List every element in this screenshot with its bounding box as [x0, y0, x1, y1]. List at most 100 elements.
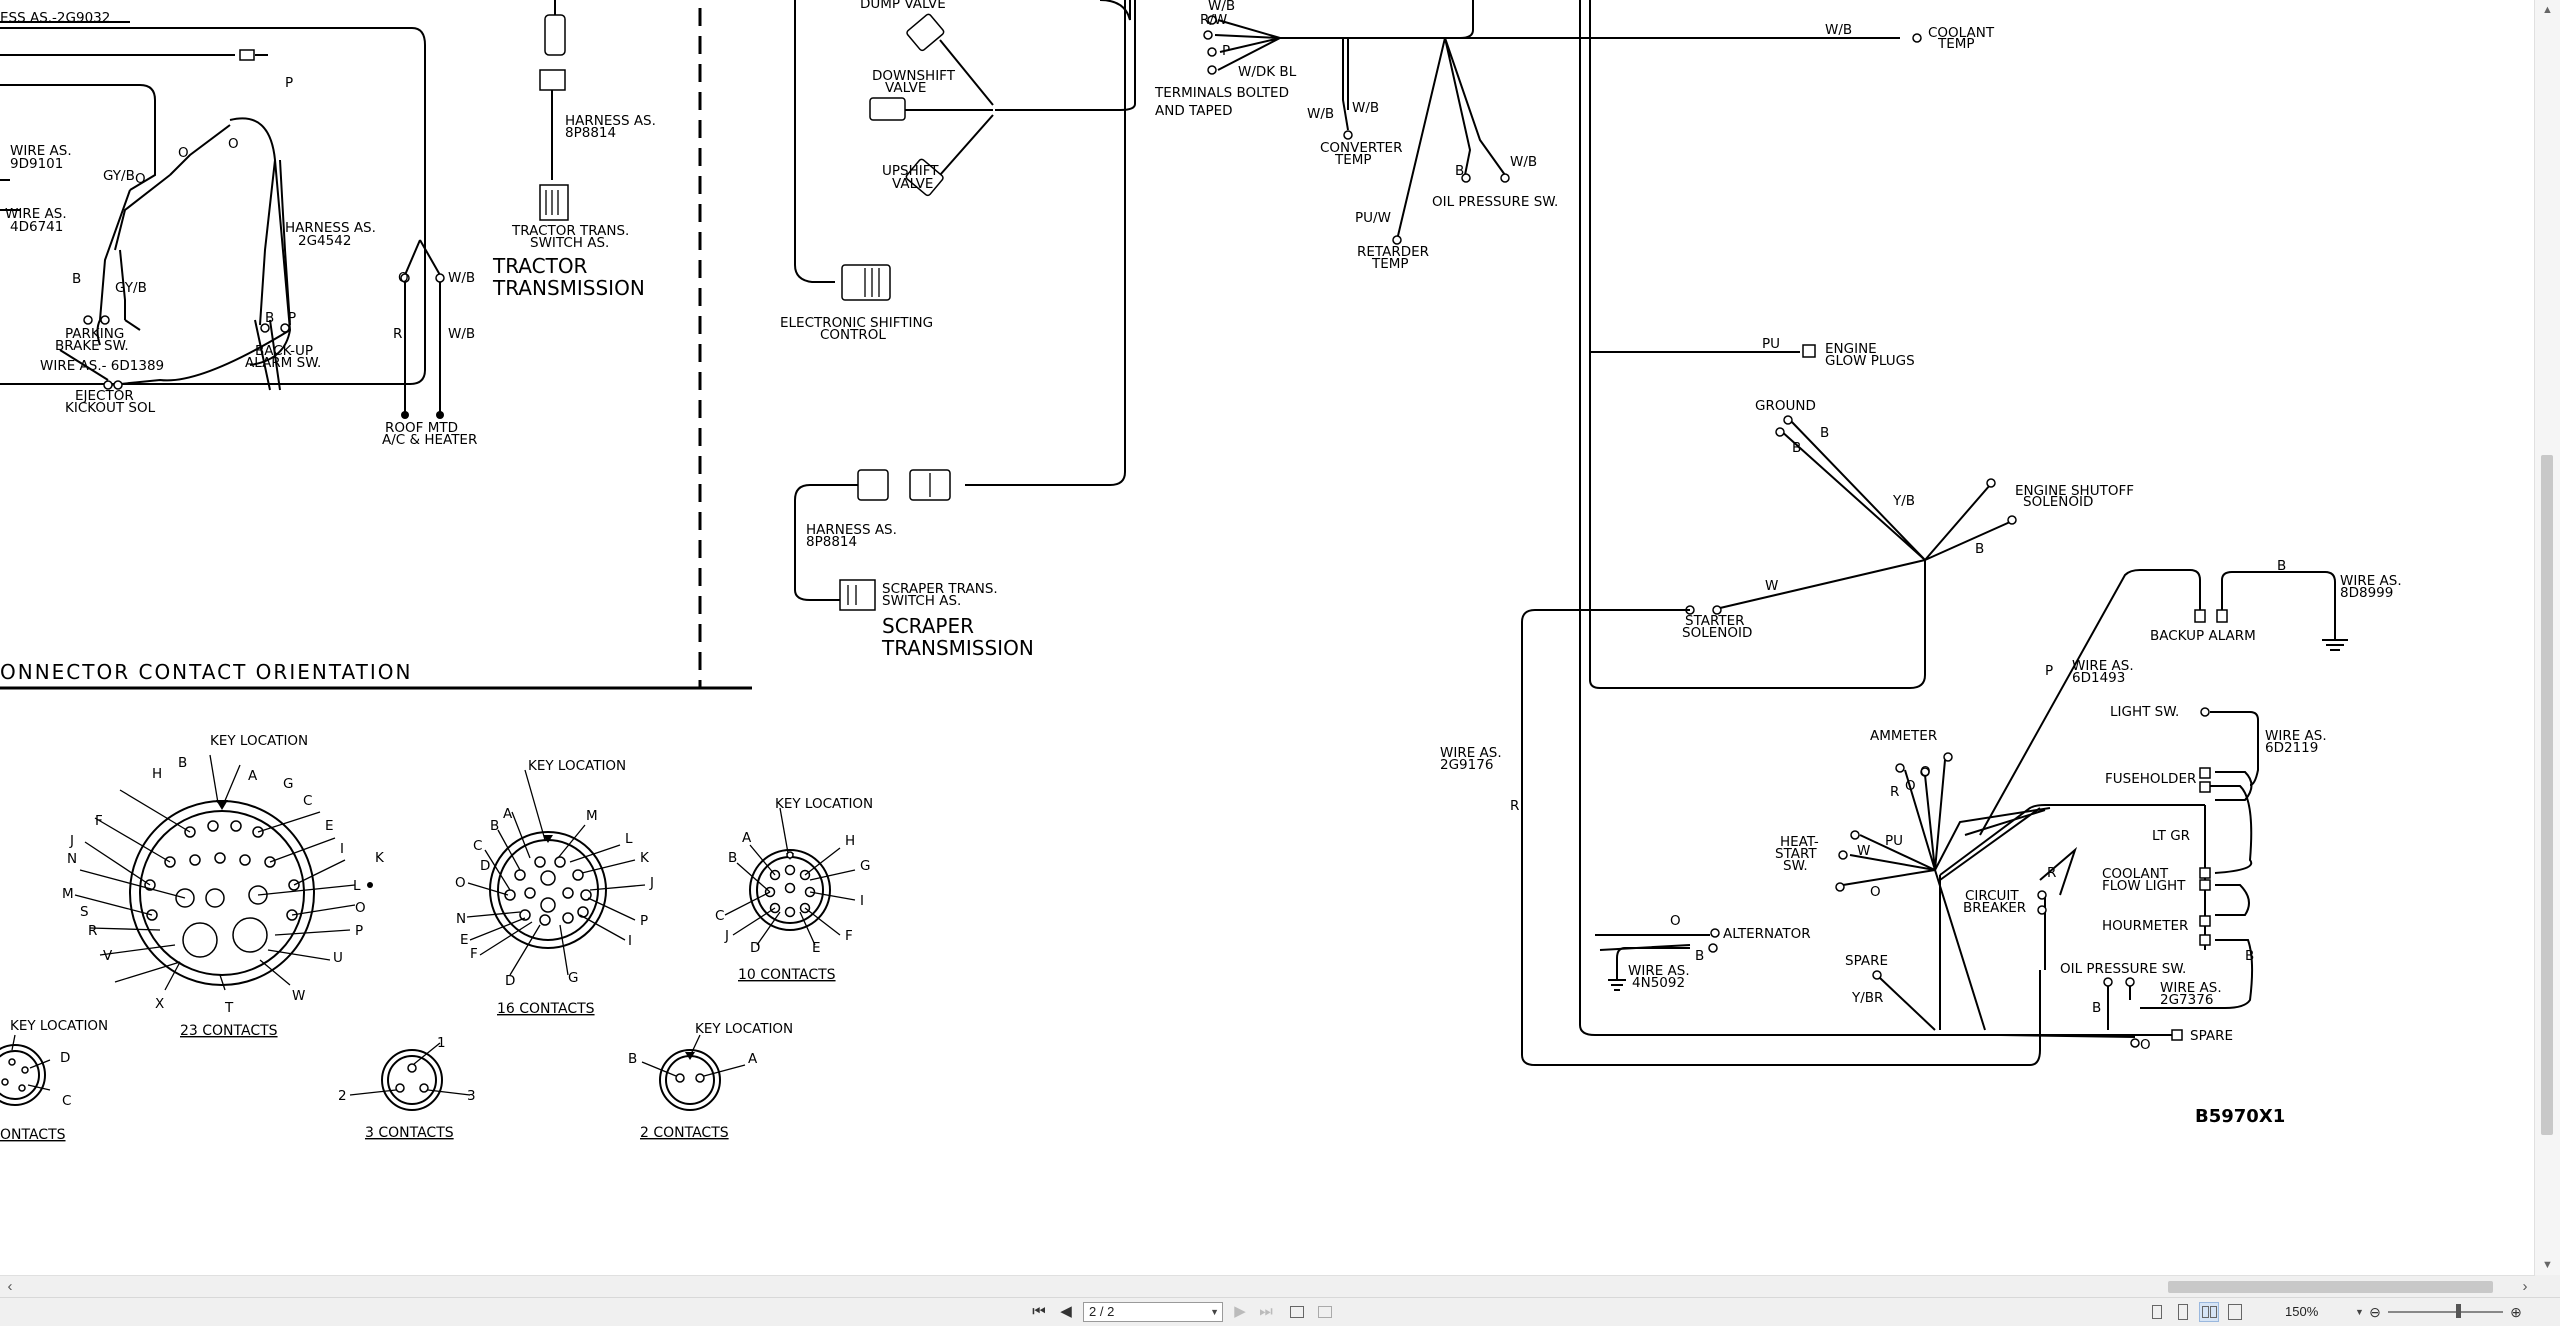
label-harness-2g4542-num: 2G4542: [298, 233, 351, 249]
label-circuit: CIRCUIT: [1965, 888, 2019, 904]
previous-view-icon[interactable]: [1290, 1306, 1304, 1318]
svg-text:2: 2: [338, 1088, 347, 1104]
label-scraper-harness-num: 8P8814: [806, 534, 857, 550]
svg-text:B: B: [1695, 948, 1704, 964]
zoom-out-icon[interactable]: ⊖: [2369, 1304, 2381, 1320]
svg-text:K: K: [640, 850, 650, 866]
svg-text:GY/B: GY/B: [103, 168, 135, 184]
svg-text:K: K: [375, 850, 385, 866]
label-heat-start-sw: SW.: [1783, 858, 1808, 874]
scroll-up-icon[interactable]: ▲: [2542, 4, 2553, 16]
label-light-sw: LIGHT SW.: [2110, 704, 2179, 720]
svg-text:U: U: [333, 950, 343, 966]
scroll-left-icon[interactable]: ‹: [7, 1278, 13, 1295]
label-terminals-bolted: TERMINALS BOLTED: [1154, 85, 1289, 101]
svg-text:Y/B: Y/B: [1892, 493, 1915, 509]
svg-text:W/B: W/B: [1208, 0, 1235, 14]
label-tractor-switch-as: SWITCH AS.: [530, 235, 609, 251]
svg-text:A: A: [248, 768, 258, 784]
wiring-schematic: ESS AS.-2G9032 WIRE AS. 9D9101 WIRE: [0, 0, 2402, 1143]
svg-text:W/B: W/B: [1510, 154, 1537, 170]
vertical-scroll-thumb[interactable]: [2541, 455, 2553, 1135]
continuous-facing-view-icon[interactable]: [2225, 1302, 2245, 1322]
label-tractor-harness: HARNESS AS.: [565, 113, 656, 129]
label-esc-control: CONTROL: [820, 327, 886, 343]
label-spare-bottom: SPARE: [2190, 1028, 2233, 1044]
svg-text:O: O: [455, 875, 466, 891]
scroll-down-icon[interactable]: ▼: [2542, 1259, 2553, 1271]
svg-text:J: J: [724, 928, 729, 944]
svg-text:N: N: [67, 851, 77, 867]
svg-text:B: B: [1455, 163, 1464, 179]
svg-text:R/W: R/W: [1200, 12, 1227, 28]
zoom-level[interactable]: 150%: [2285, 1304, 2319, 1319]
svg-text:O: O: [398, 270, 409, 286]
label-oil-pressure-bottom: OIL PRESSURE SW.: [2060, 961, 2186, 977]
svg-text:H: H: [152, 766, 162, 782]
svg-text:D: D: [480, 858, 490, 874]
continuous-view-icon[interactable]: [2173, 1302, 2193, 1322]
label-start: START: [1775, 846, 1817, 862]
label-harness-2g4542: HARNESS AS.: [285, 220, 376, 236]
label-5-contacts: ONTACTS: [0, 1127, 66, 1143]
svg-text:G: G: [283, 776, 293, 792]
bottom-toolbar: ⏮ ◀ 2 / 2 ▼ ▶ ⏭ 150% ▼ ⊖ ⊕: [0, 1297, 2560, 1326]
label-downshift: DOWNSHIFT: [872, 68, 956, 84]
label-wire-2g7376-num: 2G7376: [2160, 992, 2213, 1008]
svg-text:M: M: [586, 808, 598, 824]
key-location-16: KEY LOCATION: [528, 758, 626, 774]
svg-text:P: P: [640, 913, 648, 929]
facing-view-icon[interactable]: [2199, 1302, 2219, 1322]
svg-text:A: A: [748, 1051, 758, 1067]
single-page-view-icon[interactable]: [2147, 1302, 2167, 1322]
svg-text:B: B: [72, 271, 81, 287]
next-view-icon[interactable]: [1318, 1306, 1332, 1318]
svg-text:A: A: [742, 830, 752, 846]
svg-text:B: B: [728, 850, 737, 866]
label-engine-glow: ENGINE: [1825, 341, 1877, 357]
page-number-input[interactable]: 2 / 2 ▼: [1083, 1302, 1223, 1322]
svg-text:C: C: [303, 793, 312, 809]
zoom-slider-track[interactable]: [2388, 1311, 2503, 1313]
svg-text:O: O: [135, 171, 146, 187]
label-backup-alarm: BACK-UP: [255, 343, 313, 359]
label-fuseholder: FUSEHOLDER: [2105, 771, 2196, 787]
label-wire-6d2119: WIRE AS.: [2265, 728, 2327, 744]
horizontal-scroll-thumb[interactable]: [2168, 1281, 2493, 1293]
vertical-scrollbar[interactable]: ▲ ▼: [2534, 0, 2560, 1275]
label-wire-4n5092: WIRE AS.: [1628, 963, 1690, 979]
label-circuit-breaker: BREAKER: [1963, 900, 2026, 916]
label-y-br: Y/BR: [1851, 990, 1883, 1006]
page-dropdown-icon[interactable]: ▼: [1210, 1307, 1219, 1317]
svg-text:B: B: [1792, 440, 1801, 456]
previous-page-icon[interactable]: ◀: [1060, 1303, 1072, 1320]
zoom-slider-thumb[interactable]: [2456, 1304, 2461, 1318]
svg-text:A: A: [503, 806, 513, 822]
label-glow-plugs: GLOW PLUGS: [1825, 353, 1915, 369]
zoom-dropdown-icon[interactable]: ▼: [2355, 1307, 2364, 1317]
label-upshift: UPSHIFT: [882, 163, 939, 179]
page-indicator-text: 2 / 2: [1089, 1304, 1115, 1319]
label-backup-alarm-sw: ALARM SW.: [245, 355, 321, 371]
label-esc: ELECTRONIC SHIFTING: [780, 315, 933, 331]
label-coolant: COOLANT: [1928, 25, 1995, 41]
scroll-right-icon[interactable]: ›: [2522, 1278, 2528, 1295]
svg-text:C: C: [62, 1093, 71, 1109]
svg-text:J: J: [649, 875, 654, 891]
zoom-in-icon[interactable]: ⊕: [2510, 1304, 2522, 1320]
label-23-contacts: 23 CONTACTS: [180, 1023, 278, 1039]
first-page-icon[interactable]: ⏮: [1032, 1303, 1046, 1320]
svg-text:I: I: [340, 841, 344, 857]
label-hourmeter: HOURMETER: [2102, 918, 2188, 934]
label-oil-pressure-top: OIL PRESSURE SW.: [1432, 194, 1558, 210]
label-scraper-switch-as: SWITCH AS.: [882, 593, 961, 609]
last-page-icon[interactable]: ⏭: [1259, 1303, 1273, 1320]
next-page-icon[interactable]: ▶: [1234, 1303, 1246, 1320]
svg-text:M: M: [62, 886, 74, 902]
svg-text:B: B: [490, 818, 499, 834]
horizontal-scrollbar[interactable]: ‹ ›: [0, 1275, 2535, 1298]
svg-text:O: O: [1670, 913, 1681, 929]
svg-text:I: I: [628, 933, 632, 949]
label-flow-light: FLOW LIGHT: [2102, 878, 2186, 894]
svg-text:R: R: [88, 923, 97, 939]
